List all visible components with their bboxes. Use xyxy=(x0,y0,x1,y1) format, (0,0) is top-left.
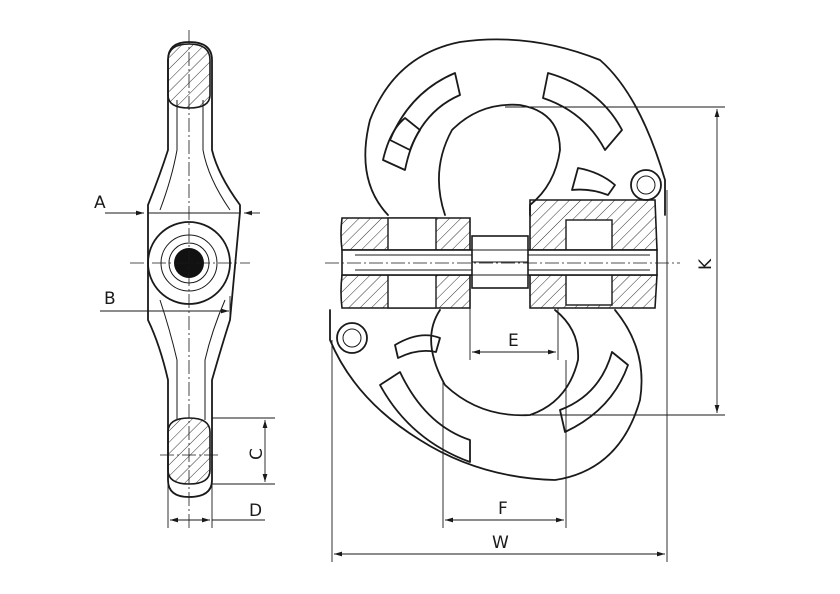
dimension-e: E xyxy=(469,308,559,360)
side-view xyxy=(130,30,250,530)
upper-left-slot-2 xyxy=(382,117,421,171)
lower-left-slot xyxy=(379,371,471,463)
lower-right-slot xyxy=(559,351,629,433)
front-view xyxy=(325,38,680,481)
label-b: B xyxy=(104,289,116,309)
dimension-c: C xyxy=(212,417,275,485)
upper-hook-outline xyxy=(364,38,666,216)
lower-hook-inner xyxy=(430,309,579,417)
label-c: C xyxy=(247,448,267,460)
dimension-f: F xyxy=(442,360,567,528)
lower-rivet xyxy=(336,322,368,354)
upper-rivet xyxy=(630,169,662,201)
lower-hook-outline xyxy=(329,309,643,481)
upper-right-slot-2 xyxy=(571,167,616,196)
dimension-a: A xyxy=(94,193,260,216)
label-d: D xyxy=(249,501,262,521)
dimension-k: K xyxy=(505,106,725,416)
lower-left-slot-2 xyxy=(394,334,441,359)
label-f: F xyxy=(498,499,508,519)
dimension-d: D xyxy=(167,484,265,528)
label-w: W xyxy=(492,533,509,553)
dimension-w: W xyxy=(331,190,668,562)
label-e: E xyxy=(508,331,519,351)
upper-hook-inner xyxy=(438,103,561,216)
upper-right-slot xyxy=(542,72,623,151)
dimension-b: B xyxy=(100,289,231,318)
label-k: K xyxy=(696,258,716,270)
upper-left-slot xyxy=(389,72,461,151)
label-a: A xyxy=(94,193,106,213)
